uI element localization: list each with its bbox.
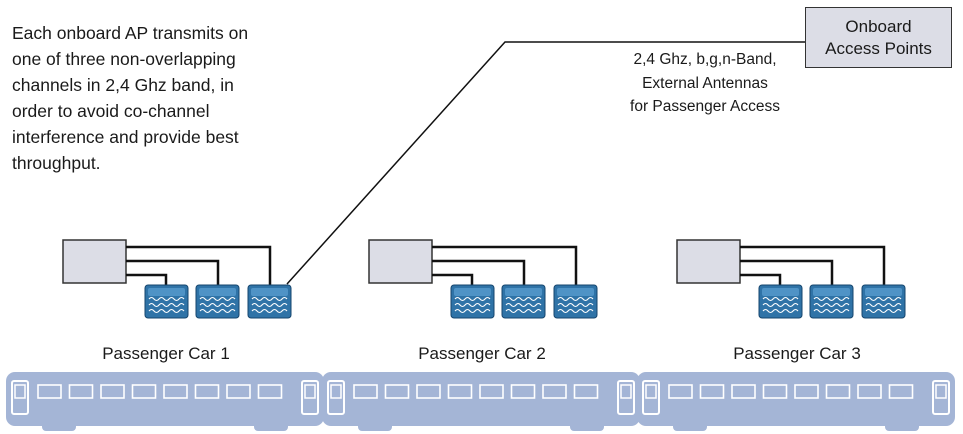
car-window — [447, 384, 473, 399]
car-window — [163, 384, 188, 399]
door-window — [935, 384, 947, 399]
car-window — [384, 384, 410, 399]
door — [327, 380, 345, 415]
antenna-icon — [144, 284, 189, 319]
car-body — [637, 372, 955, 426]
antenna-spec-label: 2,4 Ghz, b,g,n-Band, External Antennas f… — [600, 48, 810, 119]
legend-onboard-access-points: Onboard Access Points — [805, 7, 952, 68]
antenna-icon — [553, 284, 598, 319]
callout-line — [286, 41, 806, 285]
car-window — [573, 384, 599, 399]
antenna-icon — [501, 284, 546, 319]
car-window — [226, 384, 251, 399]
spec-line: External Antennas — [642, 74, 768, 92]
car-window — [257, 384, 283, 399]
car-window — [37, 384, 62, 399]
car-window — [794, 384, 819, 399]
cable — [432, 273, 474, 285]
description-line: order to avoid co-channel — [12, 101, 210, 121]
door-window — [304, 384, 316, 399]
car-body — [322, 372, 640, 426]
car-window — [731, 384, 756, 399]
car-window — [825, 384, 851, 399]
car-window — [857, 384, 882, 399]
door — [11, 380, 29, 415]
car-window — [668, 384, 693, 399]
access-point-icon — [368, 239, 433, 284]
car-label-3: Passenger Car 3 — [733, 344, 861, 363]
car-window — [100, 384, 125, 399]
legend-line: Access Points — [825, 38, 932, 58]
antenna-icon — [758, 284, 803, 319]
description-line: interference and provide best — [12, 127, 239, 147]
description-line: one of three non-overlapping — [12, 49, 236, 69]
door-window — [14, 384, 26, 399]
legend-line: Onboard — [845, 16, 912, 36]
car-label-1: Passenger Car 1 — [102, 344, 230, 363]
door-window — [330, 384, 342, 399]
antenna-icon — [861, 284, 906, 319]
ap-group-car-2 — [368, 239, 598, 319]
car-window — [353, 384, 378, 399]
cable — [126, 273, 168, 285]
car-window — [699, 384, 725, 399]
car-window — [416, 384, 441, 399]
car-body — [6, 372, 324, 426]
cable — [740, 273, 782, 285]
ap-group-car-3 — [676, 239, 906, 319]
train — [6, 372, 955, 431]
door — [301, 380, 319, 415]
train-car-icon — [637, 372, 955, 431]
car-window — [479, 384, 504, 399]
car-window — [194, 384, 220, 399]
cable — [740, 245, 886, 285]
cable — [740, 259, 834, 285]
car-window — [888, 384, 914, 399]
description-line: throughput. — [12, 153, 101, 173]
description-line: channels in 2,4 Ghz band, in — [12, 75, 234, 95]
door — [932, 380, 950, 415]
ap-group-car-1 — [62, 239, 292, 319]
train-car-icon — [6, 372, 324, 431]
car-window — [510, 384, 536, 399]
description-text: Each onboard AP transmits on one of thre… — [12, 20, 312, 176]
cable — [432, 259, 526, 285]
car-window — [68, 384, 94, 399]
car-label-2: Passenger Car 2 — [418, 344, 546, 363]
antenna-icon — [809, 284, 854, 319]
door — [642, 380, 660, 415]
spec-line: 2,4 Ghz, b,g,n-Band, — [633, 51, 777, 68]
spec-line: for Passenger Access — [630, 98, 780, 115]
cable — [432, 245, 578, 285]
car-window — [762, 384, 788, 399]
cable — [126, 245, 272, 285]
antenna-icon — [195, 284, 240, 319]
train-car-icon — [322, 372, 640, 431]
access-point-icon — [676, 239, 741, 284]
antenna-icon — [450, 284, 495, 319]
car-window — [131, 384, 157, 399]
cable — [126, 259, 220, 285]
access-point-icon — [62, 239, 127, 284]
antenna-icon — [247, 284, 292, 319]
description-line: Each onboard AP transmits on — [12, 23, 249, 43]
door — [617, 380, 635, 415]
door-window — [645, 384, 657, 399]
door-window — [620, 384, 632, 399]
car-window — [542, 384, 567, 399]
